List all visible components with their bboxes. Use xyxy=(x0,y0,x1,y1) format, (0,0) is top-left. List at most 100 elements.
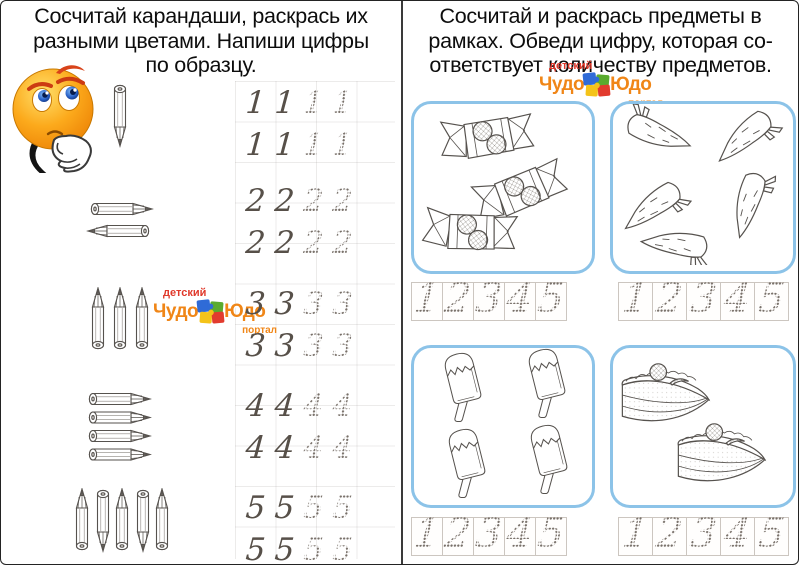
digit-cell-4: 4 xyxy=(504,509,536,557)
digit-cell-4: 4 xyxy=(720,274,755,322)
frame-carrots xyxy=(610,101,796,274)
trace-digit-2: 2 xyxy=(327,223,359,265)
digit-cell-2: 2 xyxy=(652,509,687,557)
frame-ice-creams xyxy=(411,345,595,508)
pencil-group-1 xyxy=(110,83,130,156)
trace-digit-2: 2 xyxy=(298,223,330,265)
trace-digit-3: 3 xyxy=(244,328,267,364)
trace-digit-4: 4 xyxy=(327,428,359,470)
trace-digit-1: 1 xyxy=(273,85,296,121)
trace-digit-3: 3 xyxy=(327,284,359,326)
trace-digit-5: 5 xyxy=(273,532,296,565)
trace-digit-1: 1 xyxy=(327,125,359,167)
digit-cell-2: 2 xyxy=(442,509,474,557)
pencil-group-3 xyxy=(89,287,153,360)
logo-word-yudo: Юдо xyxy=(224,301,266,322)
trace-digit-1: 1 xyxy=(244,127,267,163)
pencil-group-5 xyxy=(73,488,173,563)
dotted-digit-5: 5 xyxy=(751,274,793,322)
trace-digit-4: 4 xyxy=(298,428,330,470)
digit-cell-3: 3 xyxy=(686,509,721,557)
left-worksheet: Сосчитай карандаши, раскрась их разными … xyxy=(1,1,401,564)
digit-cell-1: 1 xyxy=(618,274,653,322)
right-worksheet: Сосчитай и раскрась предметы в рамках. О… xyxy=(403,1,798,564)
practice-grid xyxy=(235,81,395,559)
ice-creams-illustration xyxy=(439,348,573,499)
trace-digit-2: 2 xyxy=(273,183,296,219)
left-title-line-3: по образцу. xyxy=(145,53,257,77)
candies-illustration xyxy=(421,113,571,258)
site-logo: детский Чудо Юдо портал xyxy=(153,287,303,336)
trace-digit-3: 3 xyxy=(298,284,330,326)
trace-digit-3: 3 xyxy=(273,328,296,364)
digit-cell-5: 5 xyxy=(754,274,789,322)
puzzle-icon xyxy=(196,299,225,324)
trace-digit-2: 2 xyxy=(244,183,267,219)
trace-digit-5: 5 xyxy=(244,532,267,565)
digit-cell-4: 4 xyxy=(720,509,755,557)
left-title-line-2: разными цветами. Напиши цифры xyxy=(33,28,369,53)
trace-digit-3: 3 xyxy=(298,326,330,368)
frame-cake-slices xyxy=(610,345,796,508)
trace-digit-4: 4 xyxy=(244,430,267,466)
logo-word-chudo: Чудо xyxy=(539,74,585,95)
page-divider xyxy=(401,1,403,564)
thinking-emoji-illustration xyxy=(6,61,108,183)
frame-candies xyxy=(411,101,595,274)
carrots-illustration xyxy=(617,104,784,265)
trace-digit-1: 1 xyxy=(244,85,267,121)
left-title-line-1: Сосчитай карандаши, раскрась их xyxy=(34,4,368,28)
logo-top-word: детский xyxy=(549,60,593,72)
digit-cell-4: 4 xyxy=(504,274,536,322)
trace-digit-5: 5 xyxy=(298,530,330,564)
trace-digit-4: 4 xyxy=(298,386,330,428)
trace-digit-4: 4 xyxy=(327,386,359,428)
cake-slices-illustration xyxy=(621,363,766,482)
trace-digit-1: 1 xyxy=(327,83,359,125)
trace-digit-4: 4 xyxy=(244,388,267,424)
pencil-group-2 xyxy=(83,200,159,247)
digit-cell-2: 2 xyxy=(442,274,474,322)
digit-cell-5: 5 xyxy=(535,274,567,322)
trace-digit-2: 2 xyxy=(244,225,267,261)
trace-digit-5: 5 xyxy=(327,488,359,530)
trace-digit-1: 1 xyxy=(273,127,296,163)
pencil-group-4 xyxy=(85,390,155,469)
trace-digit-4: 4 xyxy=(273,388,296,424)
right-title-line-2: рамках. Обведи цифру, которая со- xyxy=(428,28,773,53)
digit-cell-3: 3 xyxy=(686,274,721,322)
trace-digit-5: 5 xyxy=(298,488,330,530)
right-title: Сосчитай и раскрась предметы в рамках. О… xyxy=(407,4,794,78)
dotted-digit-5: 5 xyxy=(751,509,793,557)
trace-digit-4: 4 xyxy=(273,430,296,466)
dotted-digit-5: 5 xyxy=(532,509,571,557)
trace-digit-3: 3 xyxy=(327,326,359,368)
digit-cell-1: 1 xyxy=(411,509,443,557)
trace-digit-2: 2 xyxy=(273,225,296,261)
trace-digit-1: 1 xyxy=(298,83,330,125)
puzzle-icon xyxy=(582,72,611,97)
logo-top-word: детский xyxy=(163,287,207,299)
right-title-line-3: ответствует количеству предметов. xyxy=(429,53,772,77)
digit-cell-2: 2 xyxy=(652,274,687,322)
digit-cell-5: 5 xyxy=(754,509,789,557)
trace-digit-2: 2 xyxy=(327,181,359,223)
digit-cell-5: 5 xyxy=(535,509,567,557)
dotted-digit-5: 5 xyxy=(532,274,571,322)
trace-digit-3: 3 xyxy=(273,286,296,322)
trace-digit-1: 1 xyxy=(298,125,330,167)
logo-word-chudo: Чудо xyxy=(153,301,199,322)
logo-bottom-word: портал xyxy=(242,325,277,336)
logo-word-yudo: Юдо xyxy=(610,74,652,95)
digit-cell-1: 1 xyxy=(411,274,443,322)
trace-digit-3: 3 xyxy=(244,286,267,322)
